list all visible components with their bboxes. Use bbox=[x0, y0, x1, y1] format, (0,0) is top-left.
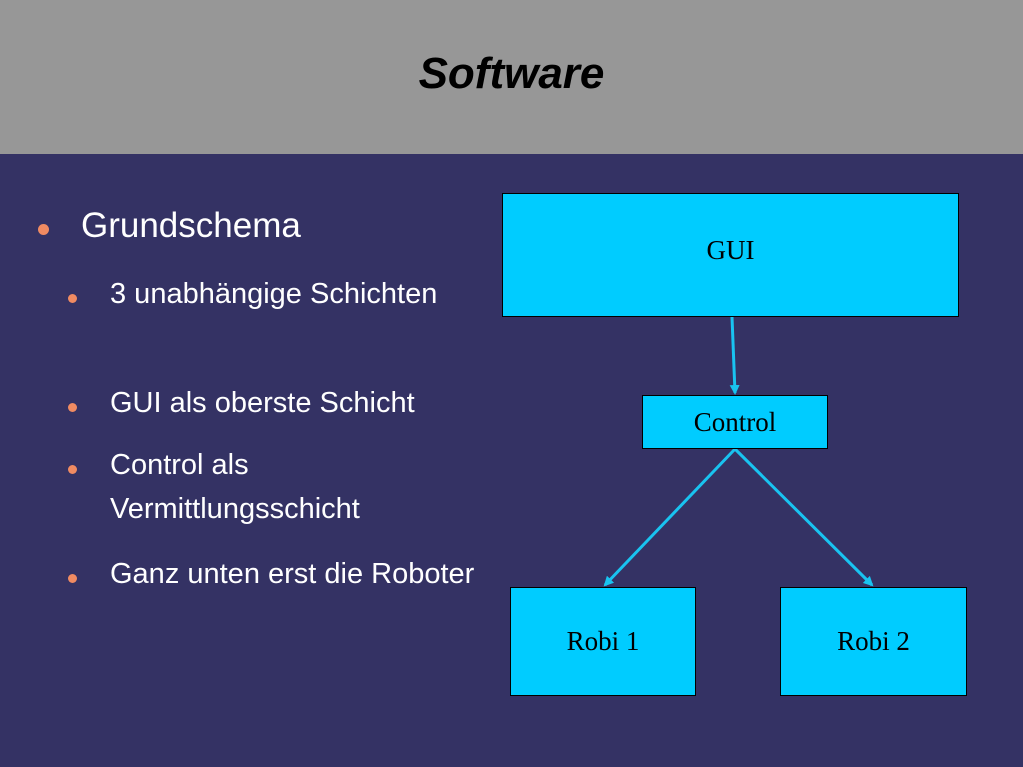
bullet-dot bbox=[68, 574, 77, 583]
arrow-control-to-robi1 bbox=[603, 447, 737, 587]
bullet-dot bbox=[68, 403, 77, 412]
bullet-item-1: 3 unabhängige Schichten bbox=[110, 278, 438, 310]
bullet-dot bbox=[68, 294, 77, 303]
bullet-item-2: GUI als oberste Schicht bbox=[110, 387, 415, 419]
arrow-control-to-robi2 bbox=[733, 447, 874, 587]
robi2-box: Robi 2 bbox=[780, 587, 967, 696]
bullet-item-3: Control als Vermittlungsschicht bbox=[110, 449, 360, 525]
bullet-list: Grundschema 3 unabhängige Schichten GUI … bbox=[0, 0, 500, 767]
bullet-main: Grundschema bbox=[81, 206, 301, 245]
arrow-gui-to-control bbox=[729, 316, 740, 395]
control-label: Control bbox=[693, 406, 777, 437]
gui-box: GUI bbox=[502, 193, 959, 317]
bullet-dot bbox=[38, 224, 49, 235]
slide-title: Software bbox=[418, 49, 605, 98]
bullet-dot bbox=[68, 465, 77, 474]
control-box: Control bbox=[642, 395, 828, 449]
robi2-label: Robi 2 bbox=[837, 626, 910, 656]
title-bar bbox=[0, 0, 1023, 154]
bullet-item-4: Ganz unten erst die Roboter bbox=[110, 558, 475, 590]
gui-label: GUI bbox=[706, 234, 755, 265]
robi1-box: Robi 1 bbox=[510, 587, 696, 696]
robi1-label: Robi 1 bbox=[566, 626, 640, 656]
